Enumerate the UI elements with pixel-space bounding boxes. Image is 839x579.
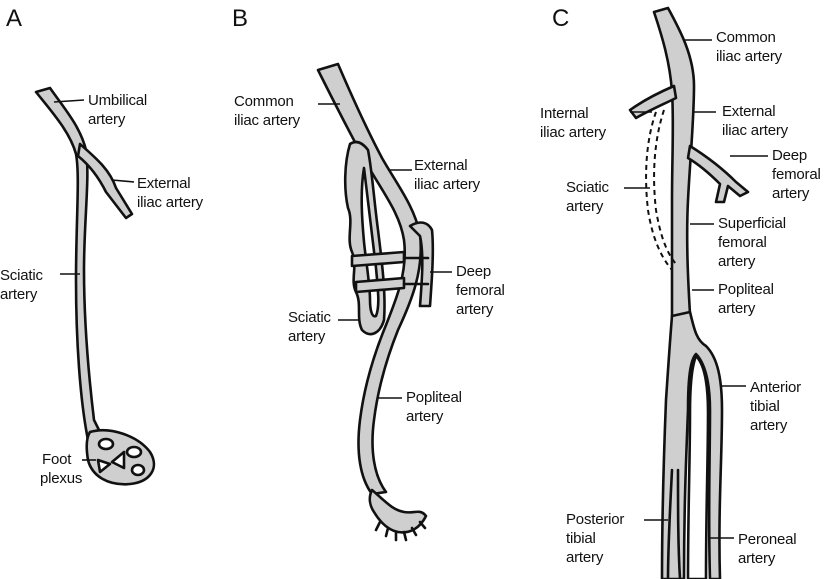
panel-a-plexus-hole-4 [130, 463, 146, 477]
panel-c: C Common iliac artery Internal [540, 5, 825, 579]
panel-a-plexus-hole-5 [96, 458, 112, 474]
panel-c-main-trunk [652, 6, 696, 320]
panel-a: A Umbilical artery External iliac artery… [0, 5, 204, 487]
panel-b-deep-femoral-rung [402, 256, 430, 286]
panel-c-peroneal-label: Peroneal artery [738, 531, 800, 567]
panel-b-external-iliac-label: External iliac artery [414, 157, 481, 193]
panel-b-foot-loop [368, 488, 428, 534]
panel-a-foot-plexus-label: Foot plexus [40, 451, 82, 487]
panel-a-plexus-hole-3 [125, 445, 143, 459]
panel-c-deep-femoral [686, 144, 750, 204]
panel-c-sciatic-label: Sciatic artery [566, 179, 613, 215]
panel-a-plexus-hole-1 [97, 437, 115, 451]
panel-b-rung-2 [354, 276, 406, 294]
panel-c-external-iliac-label: External iliac artery [722, 103, 789, 139]
panel-a-external-iliac-leader [111, 179, 135, 183]
panel-b-letter: B [232, 5, 248, 32]
panel-c-sciatic-dashed-1 [645, 111, 673, 271]
panel-b-sciatic-label: Sciatic artery [288, 309, 335, 345]
panel-c-internal-iliac [628, 84, 678, 120]
panel-c-popliteal-label: Popliteal artery [718, 281, 778, 317]
panel-a-umbilical-leader [53, 99, 85, 103]
panel-a-sciatic-label: Sciatic artery [0, 267, 47, 303]
panel-b-foot-fringe [374, 520, 427, 542]
panel-a-external-iliac-branch [76, 142, 134, 220]
panel-a-umbilical-label: Umbilical artery [88, 92, 151, 128]
panel-b-common-iliac-label: Common iliac artery [234, 93, 301, 129]
panel-c-common-iliac-label: Common iliac artery [716, 29, 783, 65]
panel-c-internal-iliac-label: Internal iliac artery [540, 105, 607, 141]
panel-b-popliteal-label: Popliteal artery [406, 389, 466, 425]
panel-a-sciatic-trunk [34, 86, 105, 442]
panel-b: B Common iliac artery External iliac art… [232, 5, 509, 542]
panel-c-letter: C [552, 5, 569, 32]
panel-c-superficial-femoral-label: Superficial femoral artery [718, 215, 790, 270]
panel-a-external-iliac-label: External iliac artery [137, 175, 204, 211]
panel-c-interleg-gap [686, 354, 710, 579]
panel-c-posterior-tibial-label: Posterior tibial artery [566, 511, 628, 566]
panel-b-deep-femoral-label: Deep femoral artery [456, 263, 509, 318]
panel-a-plexus-hole-2 [110, 450, 126, 470]
panel-c-posterior-peroneal-split [666, 468, 682, 579]
panel-c-anterior-tibial-label: Anterior tibial artery [750, 379, 805, 434]
panel-c-deep-femoral-label: Deep femoral artery [772, 147, 825, 202]
panel-b-rung-1 [350, 250, 406, 268]
panel-b-main-trunk [316, 62, 423, 496]
panel-a-letter: A [6, 5, 22, 32]
